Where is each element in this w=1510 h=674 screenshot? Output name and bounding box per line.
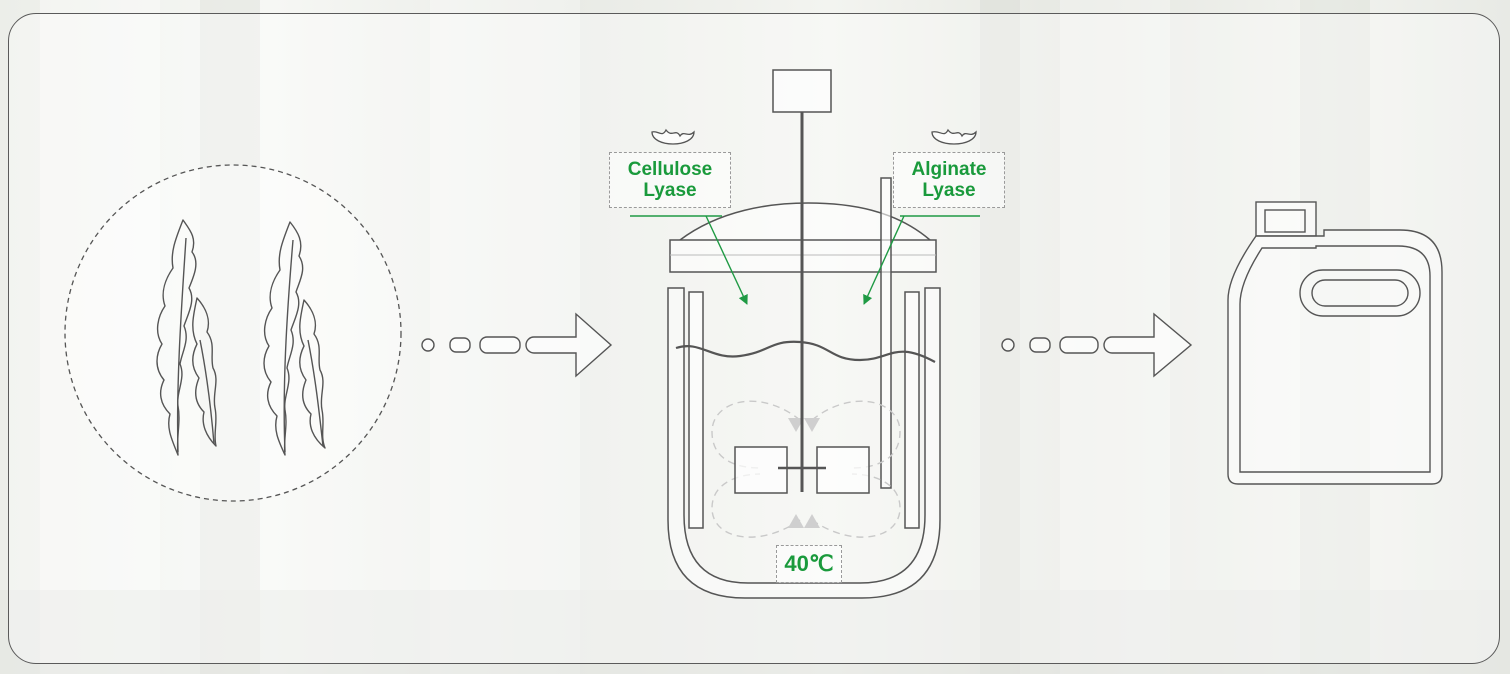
reactor-probe	[880, 177, 892, 489]
reactor-outer-jacket	[667, 287, 941, 599]
alginate-lyase-label: Alginate Lyase	[893, 152, 1005, 208]
canister-icon	[1227, 201, 1443, 485]
reactor-lid-dome	[679, 202, 931, 241]
reactor-icon	[667, 69, 941, 599]
reactor-motor	[772, 69, 832, 113]
cellulose-lyase-line1: Cellulose	[627, 159, 713, 180]
alginate-lyase-line2: Lyase	[922, 180, 976, 201]
reactor-baffle-left	[688, 291, 704, 529]
cellulose-arrow	[705, 215, 748, 305]
flow-arrow-icon	[421, 312, 613, 378]
enzyme-icon	[651, 128, 977, 145]
liquid-surface	[675, 340, 936, 363]
flow-arrow-icon	[1001, 312, 1193, 378]
circulation-arrowheads	[788, 418, 820, 528]
seaweed-icon	[156, 219, 326, 456]
canister-body	[1227, 229, 1443, 485]
reactor-baffle-right	[904, 291, 920, 529]
cellulose-lyase-line2: Lyase	[643, 180, 697, 201]
impeller-blade-left	[734, 446, 788, 494]
cellulose-lyase-label: Cellulose Lyase	[609, 152, 731, 208]
seaweed-group	[64, 164, 402, 502]
alginate-arrow	[863, 215, 905, 305]
temperature-label: 40℃	[776, 545, 842, 583]
diagram-frame	[8, 13, 1500, 664]
canister-cap	[1255, 201, 1317, 237]
alginate-lyase-line1: Alginate	[911, 159, 987, 180]
impeller-blade-right	[816, 446, 870, 494]
canister-handle	[1299, 269, 1421, 317]
seaweed-dashed-circle	[64, 164, 402, 502]
